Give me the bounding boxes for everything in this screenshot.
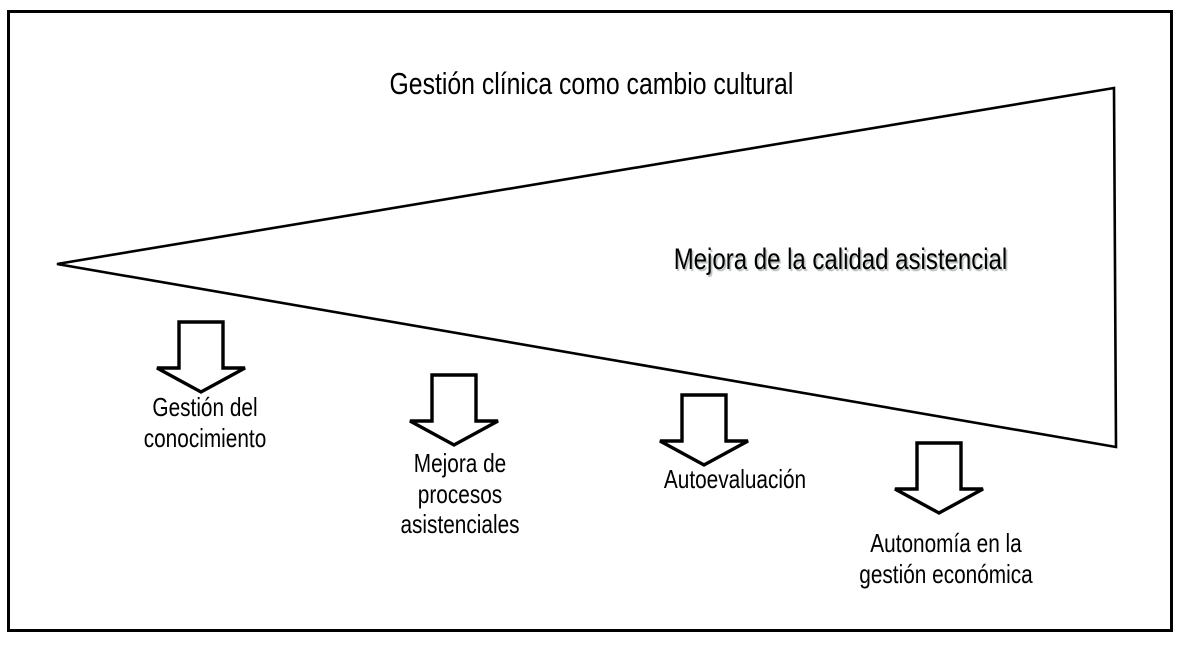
diagram-title: Gestión clínica como cambio cultural [0,66,1183,103]
branch-label-gestion-del-conocimiento: Gestión del conocimiento [143,392,267,453]
wedge-highlight-text-inner: Mejora de la calidad asistencial [673,243,1007,276]
diagram-border-frame [7,10,1173,632]
down-arrow-icon-1 [156,320,246,394]
branch-label-autonomia-en-la-gestion-economica: Autonomía en la gestión económica [859,528,1033,589]
wedge-highlight-text: Mejora de la calidad asistencial [560,242,1120,277]
branch-label-autoevaluacion: Autoevaluación [663,464,807,494]
branch-label-mejora-de-procesos-asistenciales: Mejora de procesos asistenciales [400,448,520,540]
down-arrow-icon-3 [659,393,749,467]
left-pointing-wedge-shape [56,86,1118,449]
diagram-title-text: Gestión clínica como cambio cultural [389,66,794,101]
down-arrow-icon-4 [894,441,984,515]
down-arrow-icon-2 [409,373,499,447]
